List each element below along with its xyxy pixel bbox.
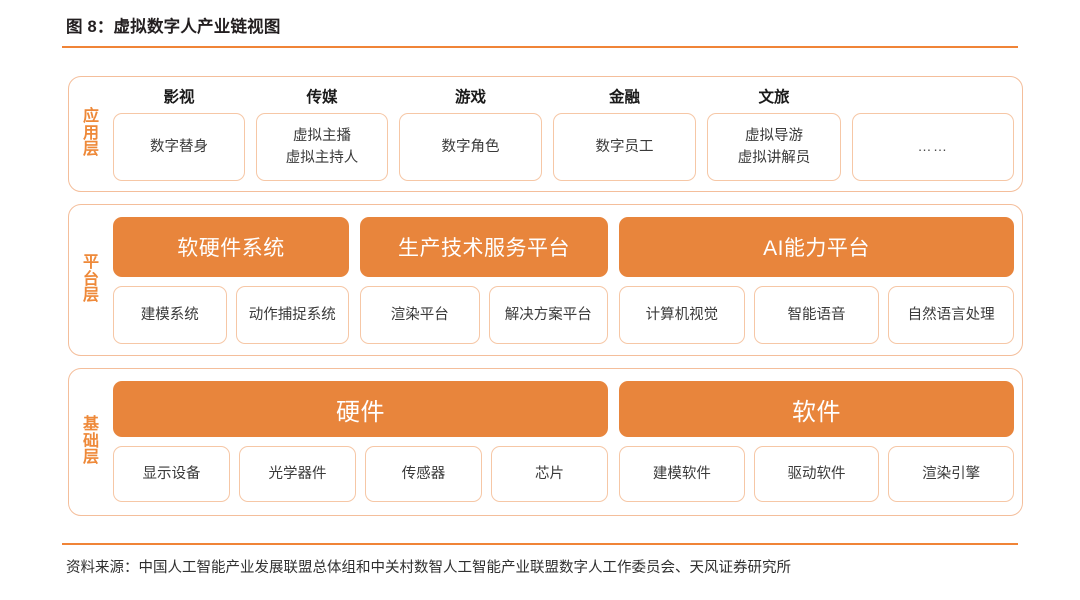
app-item-card[interactable]: 数字角色 [399,113,542,181]
app-column-header: 影视 [163,89,195,106]
base-group-items: 显示设备 光学器件 传感器 芯片 [113,446,608,504]
base-group-title[interactable]: 软件 [619,381,1014,437]
base-item-card[interactable]: 显示设备 [113,446,230,502]
layer-label-char: 用 [82,124,99,142]
app-column-header: 游戏 [454,89,486,106]
app-column-header [852,85,1014,110]
application-layer-body: 影视 数字替身 传媒 虚拟主播 虚拟主持人 游戏 数字角色 金融 [113,77,1022,191]
app-column-header: 金融 [608,89,640,106]
platform-layer: 平 台 层 软硬件系统 建模系统 动作捕捉系统 生产技术服务平台 渲染平台 解决… [68,204,1023,356]
platform-item-label: 解决方案平台 [504,306,592,323]
app-column-media: 传媒 虚拟主播 虚拟主持人 [256,85,388,181]
platform-group-items: 计算机视觉 智能语音 自然语言处理 [619,286,1015,344]
base-group-hardware: 硬件 显示设备 光学器件 传感器 芯片 [113,381,608,504]
platform-item-label: 计算机视觉 [645,306,719,323]
platform-group-items: 建模系统 动作捕捉系统 [113,286,349,344]
platform-item-label: 建模系统 [140,306,199,323]
base-item-card[interactable]: 芯片 [491,446,608,502]
app-item-label: 虚拟导游 [745,127,803,144]
platform-item-card[interactable]: 自然语言处理 [888,286,1015,344]
base-item-label: 光学器件 [268,465,327,482]
base-item-card[interactable]: 建模软件 [619,446,745,502]
base-item-label: 驱动软件 [787,465,846,482]
app-column-header: 传媒 [306,89,338,106]
layer-label-char: 应 [82,108,99,126]
base-item-label: 建模软件 [652,465,711,482]
page-title: 图 8：虚拟数字人产业链视图 [66,18,281,36]
base-item-label: 渲染引擎 [922,465,981,482]
application-layer-label: 应 用 层 [69,77,113,191]
app-item-label: …… [917,138,949,155]
layer-label-char: 层 [82,287,99,305]
platform-item-card[interactable]: 建模系统 [113,286,227,344]
layer-label-char: 台 [82,270,99,288]
platform-layer-body: 软硬件系统 建模系统 动作捕捉系统 生产技术服务平台 渲染平台 解决方案平台 A… [113,205,1022,355]
layer-label-char: 基 [82,416,99,434]
infrastructure-layer-body: 硬件 显示设备 光学器件 传感器 芯片 软件 建模软件 驱动软件 渲染引擎 [113,369,1022,515]
base-item-card[interactable]: 渲染引擎 [888,446,1015,502]
app-item-card[interactable]: 数字替身 [113,113,245,181]
platform-layer-label: 平 台 层 [69,205,113,355]
platform-item-label: 智能语音 [787,306,846,323]
platform-group-ai-capability: AI能力平台 计算机视觉 智能语音 自然语言处理 [619,217,1015,344]
base-item-card[interactable]: 光学器件 [239,446,356,502]
app-item-card[interactable]: …… [852,113,1014,181]
source-note: 资料来源：中国人工智能产业发展联盟总体组和中关村数智人工智能产业联盟数字人工作委… [66,560,791,576]
platform-item-card[interactable]: 计算机视觉 [619,286,745,344]
base-item-card[interactable]: 驱动软件 [753,446,880,502]
app-column-header: 文旅 [758,89,790,106]
platform-group-production-service: 生产技术服务平台 渲染平台 解决方案平台 [360,217,608,344]
platform-item-card[interactable]: 动作捕捉系统 [235,286,349,344]
base-item-label: 芯片 [535,465,564,482]
base-group-title[interactable]: 硬件 [113,381,608,437]
app-column-gaming: 游戏 数字角色 [399,85,542,181]
platform-item-label: 自然语言处理 [907,306,995,323]
app-item-label: 数字角色 [441,138,500,155]
app-item-label: 数字替身 [150,138,208,155]
base-item-card[interactable]: 传感器 [365,446,482,502]
app-item-card[interactable]: 虚拟主播 虚拟主持人 [256,113,388,181]
app-column-tourism: 文旅 虚拟导游 虚拟讲解员 [707,85,841,181]
platform-group-title[interactable]: 生产技术服务平台 [360,217,608,277]
platform-group-hw-sw-system: 软硬件系统 建模系统 动作捕捉系统 [113,217,349,344]
base-group-items: 建模软件 驱动软件 渲染引擎 [619,446,1015,504]
infrastructure-layer-label: 基 础 层 [69,369,113,515]
app-item-label: 虚拟主播 [293,127,351,144]
app-item-label: 数字员工 [595,138,654,155]
platform-group-title[interactable]: 软硬件系统 [113,217,349,277]
platform-group-items: 渲染平台 解决方案平台 [360,286,608,344]
platform-item-card[interactable]: 渲染平台 [360,286,480,344]
platform-item-card[interactable]: 解决方案平台 [488,286,608,344]
app-item-card[interactable]: 虚拟导游 虚拟讲解员 [707,113,841,181]
app-column-film: 影视 数字替身 [113,85,245,181]
app-column-finance: 金融 数字员工 [553,85,696,181]
app-item-card[interactable]: 数字员工 [553,113,696,181]
layer-label-char: 层 [82,449,99,467]
title-divider [62,46,1018,48]
footer-divider [62,543,1018,545]
industry-chain-diagram: 应 用 层 影视 数字替身 传媒 虚拟主播 虚拟主持人 游戏 [68,76,1023,528]
infrastructure-layer: 基 础 层 硬件 显示设备 光学器件 传感器 芯片 软件 建模软件 驱动软件 [68,368,1023,516]
base-group-software: 软件 建模软件 驱动软件 渲染引擎 [619,381,1015,504]
base-item-label: 显示设备 [142,465,201,482]
platform-group-title[interactable]: AI能力平台 [619,217,1014,277]
platform-item-label: 渲染平台 [390,306,449,323]
layer-label-char: 层 [82,141,99,159]
platform-item-label: 动作捕捉系统 [248,306,336,323]
layer-label-char: 平 [82,254,99,272]
app-item-label: 虚拟讲解员 [737,150,811,166]
app-item-label: 虚拟主持人 [285,150,359,166]
layer-label-char: 础 [82,432,99,450]
base-item-label: 传感器 [401,465,446,482]
application-layer: 应 用 层 影视 数字替身 传媒 虚拟主播 虚拟主持人 游戏 [68,76,1023,192]
platform-item-card[interactable]: 智能语音 [753,286,880,344]
app-column-more: …… [852,85,1014,181]
